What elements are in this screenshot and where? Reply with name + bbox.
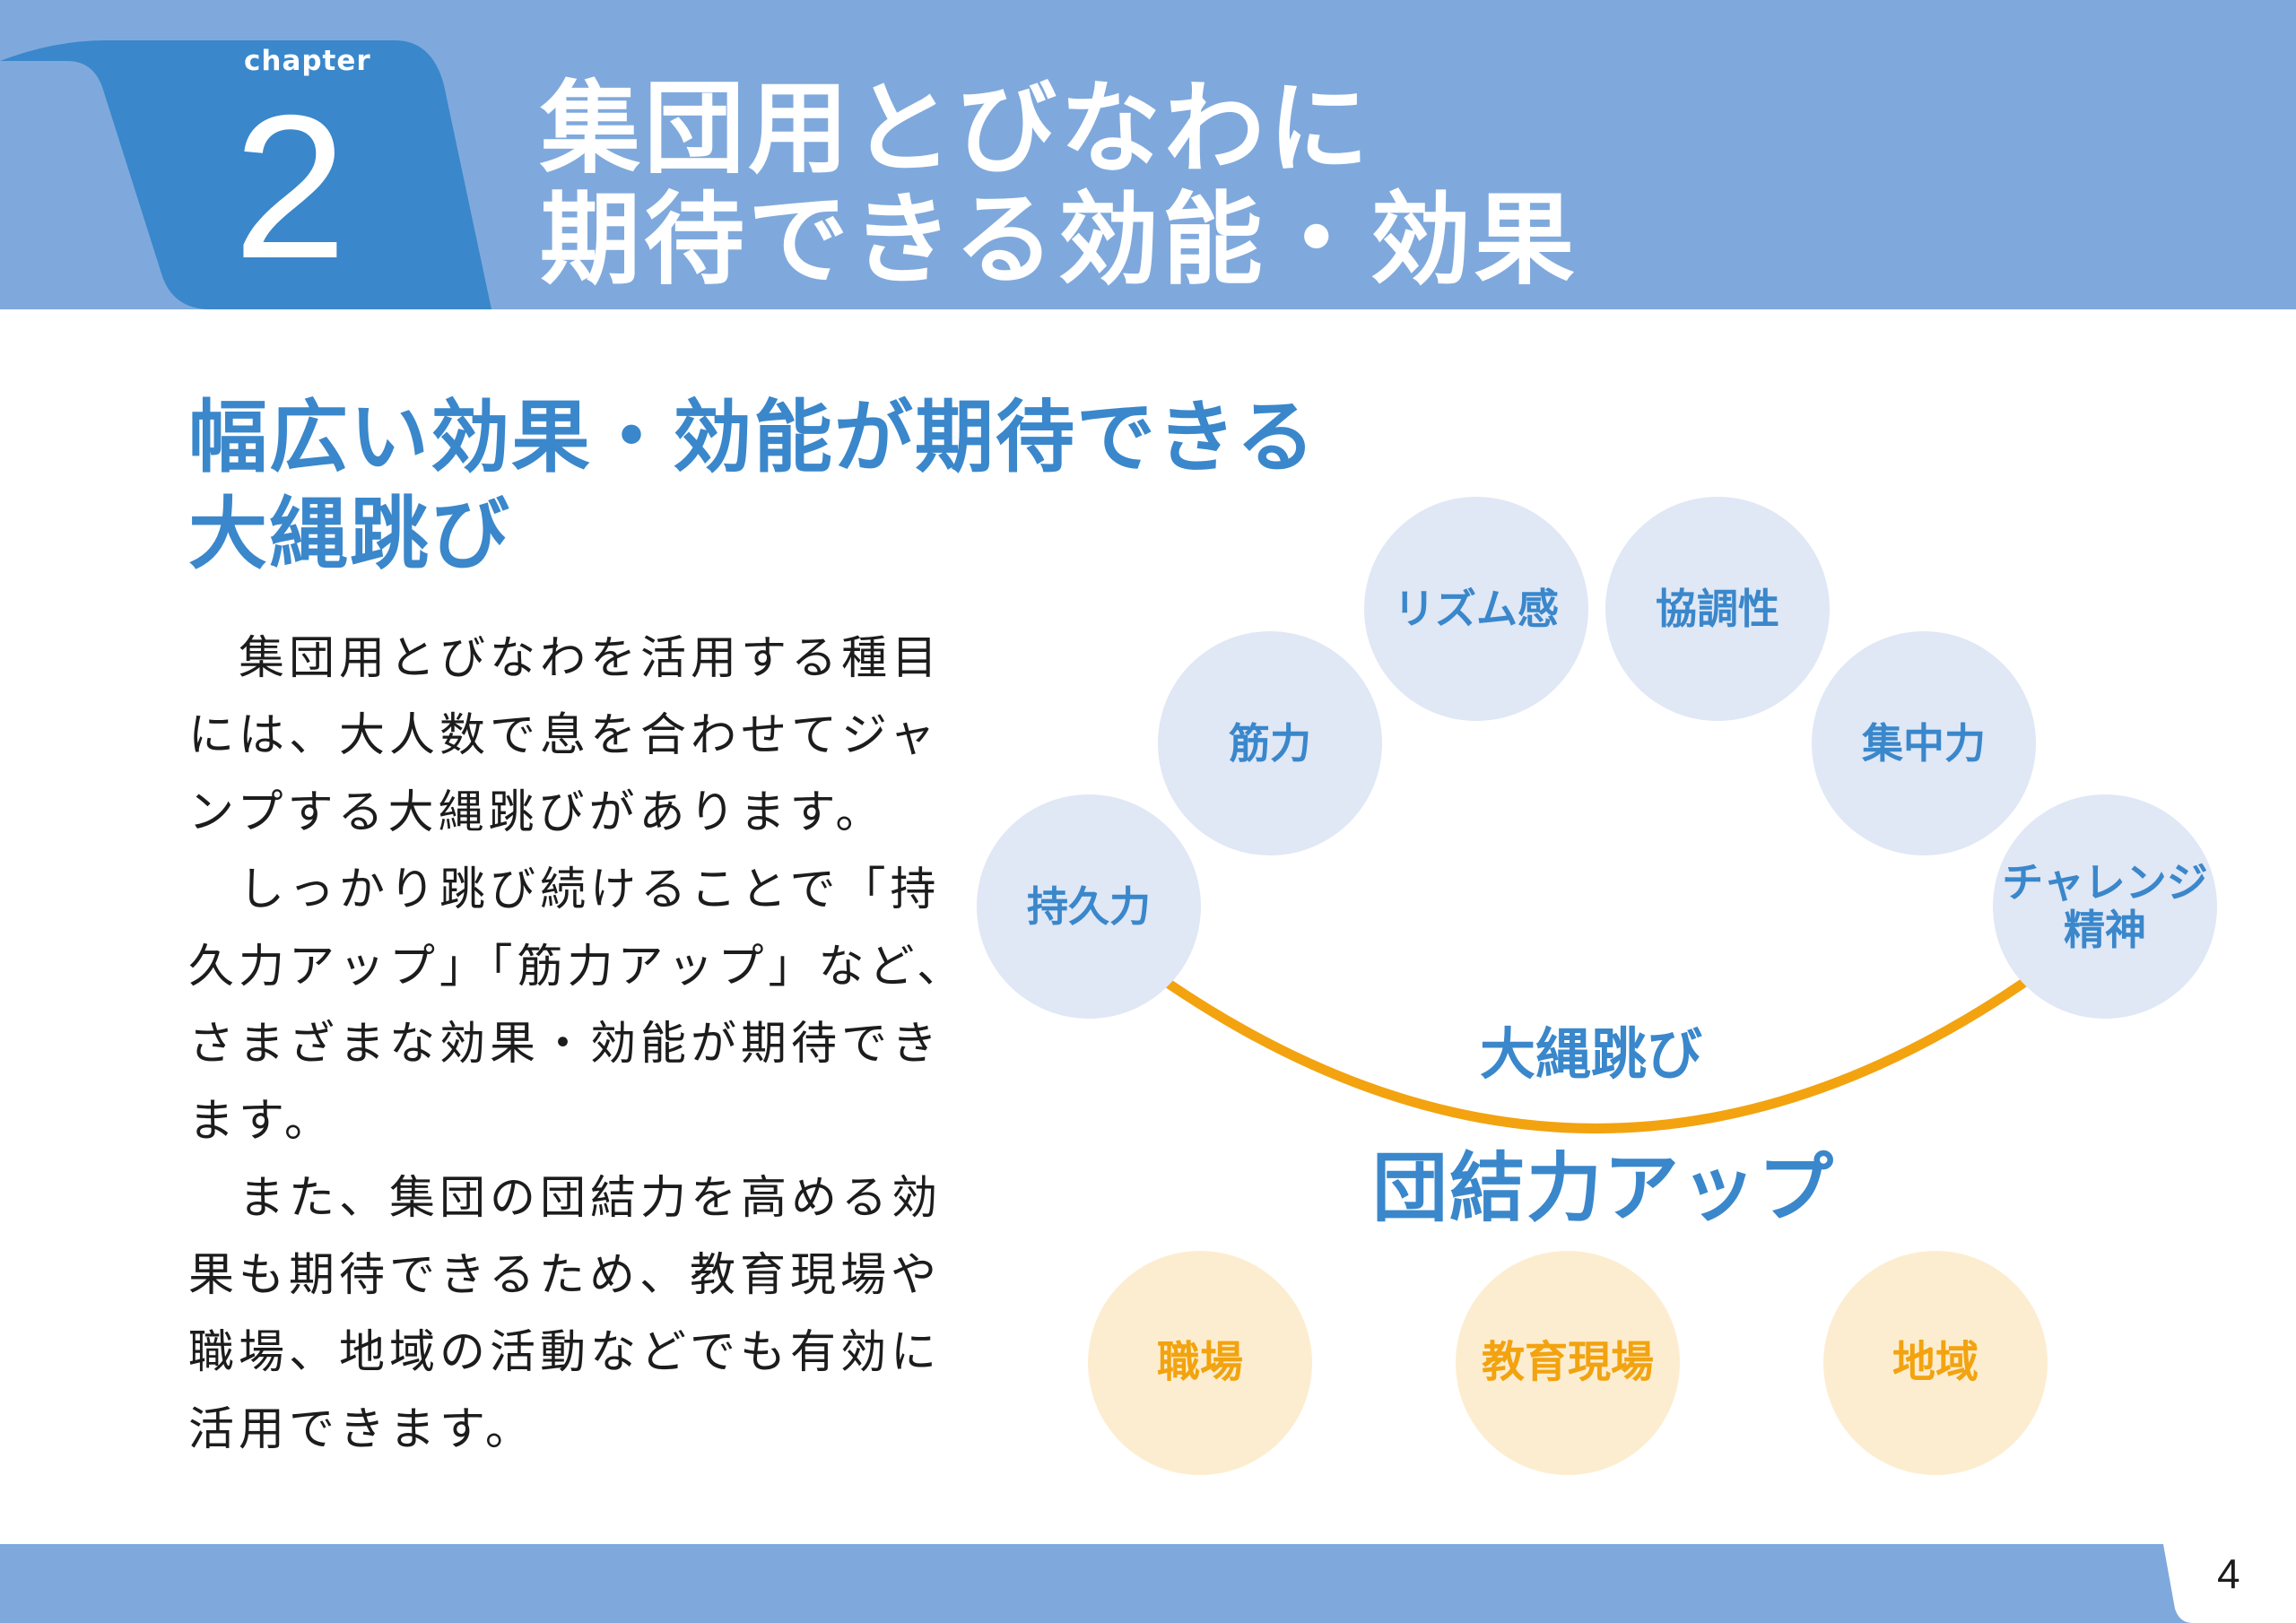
page-number-tab: [2163, 1544, 2296, 1623]
benefit-label: リズム感: [1394, 584, 1559, 633]
benefit-label: 協調性: [1656, 584, 1779, 633]
setting-circle-education: 教育現場: [1456, 1251, 1680, 1475]
benefit-label: チャレンジ: [2002, 858, 2208, 907]
benefit-label: 精神: [2064, 906, 2146, 954]
chapter-number: 2: [233, 74, 347, 301]
page-number-tab-shape: [2163, 1544, 2296, 1623]
setting-label: 地域: [1892, 1337, 1979, 1388]
setting-label: 職場: [1156, 1337, 1243, 1388]
benefit-circle-endurance: 持久力: [977, 794, 1201, 1019]
header-title-line2: 期待できる効能・効果: [540, 182, 1578, 299]
chapter-tab: [0, 40, 491, 309]
body-line: には、大人数で息を合わせてジャ: [188, 709, 940, 762]
setting-circle-community: 地域: [1823, 1251, 2048, 1475]
body-line: 職場、地域の活動などでも有効に: [188, 1326, 941, 1379]
setting-circle-workplace: 職場: [1088, 1251, 1312, 1475]
benefit-label: 集中力: [1862, 718, 1986, 768]
benefit-label: 筋力: [1229, 718, 1311, 768]
body-line: 集団用とびなわを活用する種目: [188, 632, 943, 685]
rope-arc: [1163, 978, 2028, 1133]
setting-label: 教育現場: [1481, 1337, 1654, 1388]
body-line: 果も期待できるため、教育現場や: [188, 1249, 941, 1302]
result-label: 団結力アップ: [1372, 1144, 1836, 1232]
chapter-tab-shape: [0, 40, 491, 309]
benefit-circle-cooperation: 協調性: [1605, 497, 1830, 721]
benefit-circle-rhythm: リズム感: [1364, 497, 1588, 721]
rope-label: 大縄跳び: [1480, 1021, 1703, 1087]
benefit-circle-concentration: 集中力: [1812, 631, 2036, 855]
chapter-label: chapter: [244, 45, 371, 77]
body-line: また、集団の団結力を高める効: [188, 1172, 943, 1225]
body-text: 集団用とびなわを活用する種目 には、大人数で息を合わせてジャ ンプする大縄跳びが…: [188, 621, 967, 1469]
benefit-circle-strength: 筋力: [1158, 631, 1382, 855]
body-line: ンプする大縄跳びがあります。: [188, 786, 886, 839]
section-heading-line2: 大縄跳び: [188, 488, 512, 580]
benefit-label: 持久力: [1027, 881, 1151, 931]
body-line: 久力アップ」「筋力アップ」など、: [188, 941, 967, 994]
section-heading-line1: 幅広い効果・効能が期待できる: [188, 391, 1318, 483]
body-line: しっかり跳び続けることで「持: [188, 864, 941, 916]
body-line: さまざまな効果・効能が期待でき: [188, 1018, 943, 1071]
footer-band: [0, 1544, 2296, 1623]
body-line: 活用できます。: [188, 1403, 535, 1456]
benefit-circle-challenge: チャレンジ 精神: [1993, 794, 2217, 1019]
page-number: 4: [2217, 1550, 2240, 1597]
header-title-line1: 集団用とびなわに: [540, 71, 1372, 187]
body-line: ます。: [188, 1095, 335, 1148]
